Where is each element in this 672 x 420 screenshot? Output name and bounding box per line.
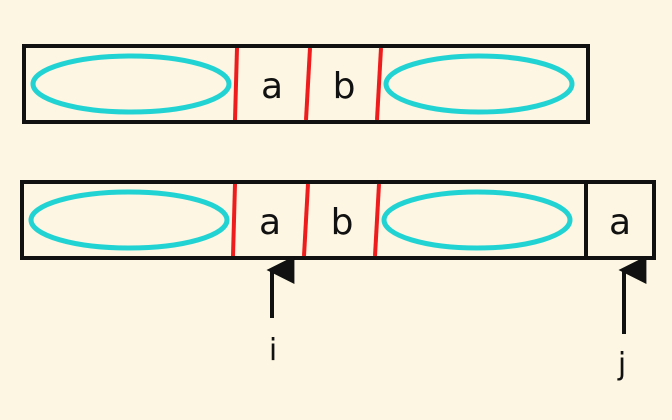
top-cell-b: b xyxy=(333,66,356,107)
bottom-divider-3 xyxy=(373,183,381,257)
top-left-ellipse xyxy=(30,53,232,115)
bottom-right-ellipse xyxy=(381,189,573,251)
bottom-array: a b a xyxy=(20,180,656,260)
pointer-i-label: i xyxy=(269,333,277,368)
bottom-cell-a: a xyxy=(259,202,281,243)
top-array-outline xyxy=(22,44,590,124)
extra-cell-a: a xyxy=(609,202,631,243)
bottom-cell-b: b xyxy=(331,202,354,243)
bottom-divider-2 xyxy=(302,183,310,257)
top-cell-a: a xyxy=(261,66,283,107)
top-divider-2 xyxy=(304,47,312,121)
top-divider-1 xyxy=(233,47,239,121)
top-array: a b xyxy=(22,44,590,124)
bottom-divider-1 xyxy=(231,183,237,257)
top-divider-3 xyxy=(375,47,383,121)
pointer-j: j xyxy=(617,256,647,382)
pointer-i: i xyxy=(266,256,295,368)
top-right-ellipse xyxy=(383,53,575,115)
bottom-left-ellipse xyxy=(28,189,230,251)
pointer-j-label: j xyxy=(617,347,626,382)
